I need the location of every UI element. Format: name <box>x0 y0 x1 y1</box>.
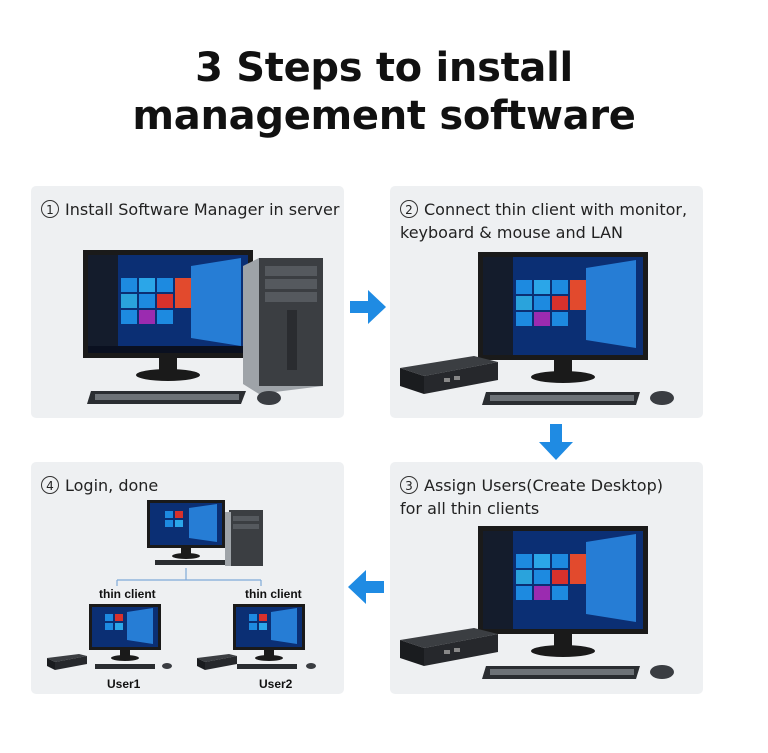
server-monitor-icon <box>147 500 240 565</box>
client-left-monitor-icon <box>47 604 172 670</box>
arrow-down-icon <box>539 424 573 460</box>
monitor-icon <box>478 526 648 657</box>
monitor-icon <box>478 252 648 383</box>
step-4-text: Login, done <box>65 476 159 495</box>
step-3-text-line-2: for all thin clients <box>400 499 540 518</box>
title-line-2: management software <box>132 93 636 139</box>
assign-users-illustration <box>400 526 674 679</box>
step-3-text-line-1: Assign Users(Create Desktop) <box>424 476 663 495</box>
step-3-panel: 3 Assign Users(Create Desktop) for all th… <box>390 462 703 694</box>
client-left-label: thin client <box>99 587 156 601</box>
thin-client-box-icon <box>400 628 498 666</box>
mouse-icon <box>650 391 674 405</box>
tower-server-icon <box>243 258 323 394</box>
step-1-number: 1 <box>41 200 59 218</box>
server-desktop-illustration <box>83 250 323 405</box>
step-3-number: 3 <box>400 476 418 494</box>
user-right-label: User2 <box>259 677 293 691</box>
step-4-caption: 4 Login, done <box>41 474 158 497</box>
network-diagram-illustration <box>47 500 316 670</box>
step-4-panel: 4 Login, done <box>31 462 344 694</box>
monitor-icon <box>83 250 253 381</box>
step-2-text-line-1: Connect thin client with monitor, <box>424 200 688 219</box>
keyboard-icon <box>482 392 640 405</box>
mouse-icon <box>650 665 674 679</box>
keyboard-icon <box>482 666 640 679</box>
step-1-caption: 1 Install Software Manager in server <box>41 198 339 221</box>
step-4-number: 4 <box>41 476 59 494</box>
server-tower-icon <box>225 510 263 566</box>
thin-client-box-icon <box>400 356 498 394</box>
step-1-panel: 1 Install Software Manager in server <box>31 186 344 418</box>
arrow-right-icon <box>350 290 386 324</box>
mouse-icon <box>257 391 281 405</box>
step-2-caption: 2 Connect thin client with monitor, keybo… <box>400 198 687 244</box>
title-line-1: 3 Steps to install <box>195 45 573 91</box>
client-right-monitor-icon <box>197 604 316 670</box>
keyboard-icon <box>87 391 246 404</box>
thin-client-setup-illustration <box>400 252 674 405</box>
step-2-number: 2 <box>400 200 418 218</box>
step-2-panel: 2 Connect thin client with monitor, keybo… <box>390 186 703 418</box>
client-right-label: thin client <box>245 587 302 601</box>
step-2-text-line-2: keyboard & mouse and LAN <box>400 223 624 242</box>
user-left-label: User1 <box>107 677 141 691</box>
page-title: 3 Steps to install management software <box>0 44 768 140</box>
network-lines <box>116 568 262 586</box>
step-3-caption: 3 Assign Users(Create Desktop) for all th… <box>400 474 663 520</box>
step-1-text: Install Software Manager in server <box>65 200 340 219</box>
arrow-left-icon <box>348 570 384 604</box>
